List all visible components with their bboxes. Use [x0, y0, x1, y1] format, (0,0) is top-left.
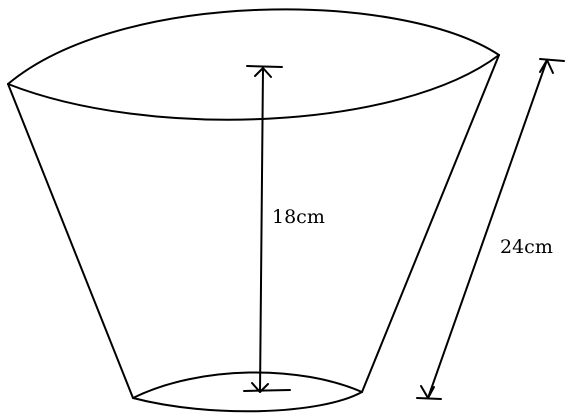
height-dimension	[243, 65, 291, 393]
right-slant-side	[361, 54, 500, 393]
height-label: 18cm	[272, 206, 325, 228]
top-rim-lower-arc	[7, 54, 500, 121]
slant-bottom-arrow	[420, 385, 435, 399]
top-rim-upper-arc	[7, 8, 500, 85]
slant-height-label: 24cm	[500, 236, 553, 258]
height-bottom-tick	[243, 389, 291, 392]
height-bottom-arrow	[251, 382, 269, 393]
bottom-base-lower-arc	[132, 391, 363, 413]
slant-bottom-tick	[416, 397, 442, 400]
height-top-arrow	[254, 67, 272, 78]
slant-top-arrow	[539, 59, 554, 74]
slant-dimension	[416, 58, 565, 400]
bottom-base-upper-arc	[132, 371, 363, 399]
left-slant-side	[7, 83, 134, 399]
height-top-tick	[246, 65, 283, 68]
slant-top-tick	[539, 58, 565, 62]
